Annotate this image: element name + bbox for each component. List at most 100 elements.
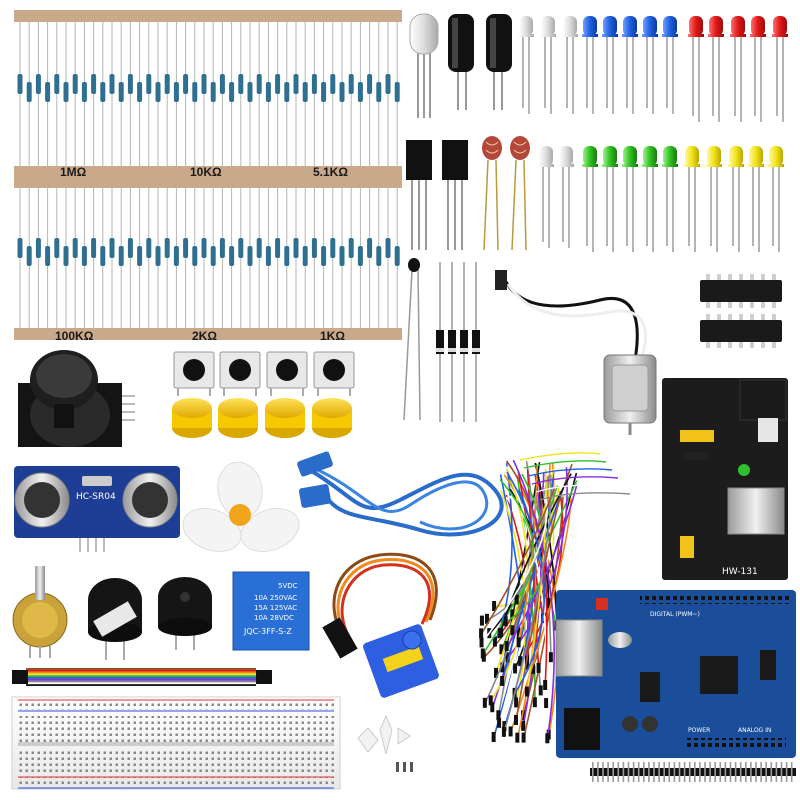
resistor-body bbox=[173, 246, 179, 266]
resistor-body bbox=[183, 238, 189, 258]
resistor-body bbox=[81, 82, 87, 102]
jumper-wire-tip bbox=[514, 697, 519, 708]
resistor-body bbox=[81, 246, 87, 266]
jumper-wire-tip bbox=[513, 714, 518, 725]
jumper-wire-tip bbox=[488, 695, 493, 706]
led-rim bbox=[562, 34, 578, 37]
diode-band bbox=[436, 348, 444, 352]
ic-pin bbox=[772, 274, 776, 280]
header-pin bbox=[719, 762, 722, 782]
jumper-wire bbox=[531, 476, 619, 485]
potentiometer bbox=[12, 566, 68, 658]
jumper-wire bbox=[535, 484, 625, 493]
tactile-button-plunger bbox=[323, 359, 345, 381]
resistor-body bbox=[302, 82, 308, 102]
jumper-wire-tip bbox=[510, 609, 515, 620]
resistor-body bbox=[275, 74, 281, 94]
jumper-wire-tip bbox=[496, 710, 501, 721]
header-pin bbox=[617, 762, 620, 782]
led-dome bbox=[663, 146, 677, 166]
led-rim bbox=[748, 164, 764, 167]
resistor-body bbox=[26, 82, 32, 102]
led-dome bbox=[707, 146, 721, 166]
ic-pin bbox=[739, 302, 743, 308]
ic-pin bbox=[761, 302, 765, 308]
resistor-body bbox=[146, 74, 152, 94]
header-pin bbox=[694, 762, 696, 782]
relay-rating-line-2: 10A 250VAC bbox=[254, 594, 297, 602]
jumper-wire-tip bbox=[479, 615, 484, 626]
jumper-wire bbox=[523, 460, 607, 469]
resistor-body bbox=[339, 246, 345, 266]
jumper-wire bbox=[527, 468, 613, 477]
header-pin bbox=[602, 762, 604, 782]
resistor-body bbox=[238, 238, 244, 258]
led-rim bbox=[540, 34, 556, 37]
resistor-body bbox=[247, 82, 253, 102]
ribbon-wire bbox=[26, 669, 256, 672]
ic-pin bbox=[717, 302, 721, 308]
ic-pin bbox=[761, 342, 765, 348]
resistor-tape bbox=[14, 10, 402, 22]
resistor-body bbox=[72, 74, 78, 94]
breadboard bbox=[11, 696, 341, 790]
photoresistor bbox=[510, 136, 530, 251]
ribbon-wire bbox=[26, 682, 256, 685]
header-pin bbox=[724, 762, 727, 782]
ic-pin bbox=[739, 274, 743, 280]
dupont-ribbon-cable bbox=[12, 668, 272, 686]
jumper-wire-tip bbox=[479, 628, 484, 639]
active-buzzer bbox=[88, 578, 142, 660]
header-pin bbox=[622, 762, 625, 782]
diode-body bbox=[436, 330, 444, 354]
jumper-wire-tip bbox=[516, 637, 521, 648]
jumper-wire-tip bbox=[479, 637, 484, 648]
jumper-wire-tip bbox=[524, 659, 529, 670]
ic-pin bbox=[772, 314, 776, 320]
jumper-wire-tip bbox=[521, 732, 526, 743]
resistor-body bbox=[247, 246, 253, 266]
jumper-wire-tip bbox=[538, 685, 543, 696]
uno-board: DIGITAL (PWM~) POWER ANALOG IN bbox=[555, 590, 796, 758]
power-module-model-label: HW-131 bbox=[722, 567, 758, 577]
led-rim bbox=[688, 34, 704, 37]
ic-pin bbox=[717, 274, 721, 280]
resistor-body bbox=[367, 74, 373, 94]
header-pin bbox=[637, 762, 640, 782]
resistor-body bbox=[219, 74, 225, 94]
ic-pin bbox=[772, 302, 776, 308]
led-rim bbox=[582, 164, 598, 167]
led-dome bbox=[751, 16, 765, 36]
resistor-body bbox=[54, 238, 60, 258]
resistor-body bbox=[394, 246, 400, 266]
jumper-wire bbox=[480, 488, 556, 635]
resistor-body bbox=[17, 74, 23, 94]
resistor-body bbox=[311, 238, 317, 258]
resistor-label-5k1: 5.1KΩ bbox=[313, 165, 348, 179]
servo-motor bbox=[322, 552, 439, 698]
led-rim bbox=[622, 164, 638, 167]
jumper-wire-tip bbox=[500, 675, 505, 686]
header-pin bbox=[678, 762, 681, 782]
ic-chip bbox=[700, 314, 782, 348]
header-pin bbox=[790, 762, 793, 782]
jumper-wire-tip bbox=[501, 726, 506, 737]
jumper-wire bbox=[539, 492, 631, 501]
ic-pin bbox=[750, 314, 754, 320]
resistor-body bbox=[183, 74, 189, 94]
jumper-wire-tip bbox=[484, 613, 489, 624]
resistor-body bbox=[91, 238, 97, 258]
diode-set bbox=[436, 262, 480, 422]
resistor-body bbox=[72, 238, 78, 258]
ribbon-wire bbox=[26, 684, 256, 686]
resistor-body bbox=[394, 82, 400, 102]
button-cap-top bbox=[218, 398, 258, 418]
led-rim bbox=[642, 164, 658, 167]
jumper-wire bbox=[519, 452, 601, 461]
button-cap-top bbox=[312, 398, 352, 418]
tactile-button-plunger bbox=[276, 359, 298, 381]
led-dome bbox=[731, 16, 745, 36]
led-rim bbox=[538, 164, 554, 167]
tactile-button-plunger bbox=[183, 359, 205, 381]
